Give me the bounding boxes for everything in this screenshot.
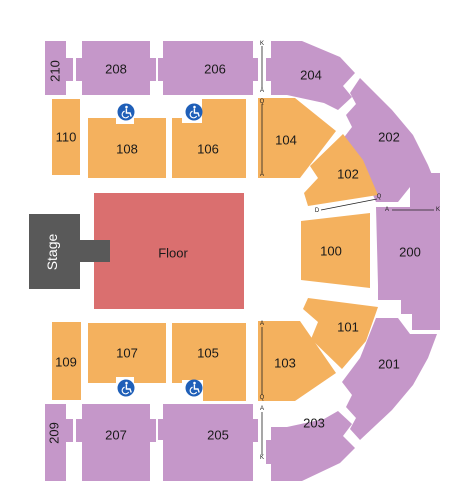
- section-200[interactable]: 200: [376, 173, 440, 330]
- section-208[interactable]: 208: [76, 41, 156, 95]
- row-markers: [261, 46, 434, 455]
- svg-text:204: 204: [300, 68, 322, 83]
- row-marker-a: A: [385, 207, 389, 213]
- wheelchair-icon: [116, 102, 136, 122]
- section-204[interactable]: 204: [266, 41, 355, 110]
- svg-text:102: 102: [337, 167, 359, 182]
- svg-text:200: 200: [399, 245, 421, 260]
- section-102[interactable]: 102: [304, 134, 378, 206]
- svg-text:104: 104: [275, 133, 297, 148]
- row-marker-k: K: [436, 207, 440, 213]
- section-107[interactable]: 107: [88, 323, 166, 383]
- section-201[interactable]: 201: [342, 318, 437, 440]
- row-marker-k: K: [260, 41, 264, 47]
- row-marker-k: K: [260, 455, 264, 461]
- svg-text:100: 100: [320, 244, 342, 259]
- svg-text:105: 105: [197, 346, 219, 361]
- wheelchair-icon: [116, 378, 136, 398]
- svg-text:203: 203: [303, 416, 325, 431]
- svg-text:209: 209: [47, 422, 62, 444]
- section-209[interactable]: 209: [45, 404, 73, 481]
- svg-text:101: 101: [337, 320, 359, 335]
- section-106[interactable]: 106: [172, 99, 246, 178]
- row-marker-a: A: [260, 321, 264, 327]
- section-110[interactable]: 110: [52, 99, 80, 175]
- section-207[interactable]: 207: [76, 404, 156, 481]
- svg-text:110: 110: [56, 130, 77, 145]
- row-marker-a: A: [260, 406, 264, 412]
- section-206[interactable]: 206: [158, 41, 258, 95]
- svg-text:106: 106: [197, 142, 219, 157]
- row-marker-d: D: [315, 208, 320, 214]
- row-marker-a: A: [260, 88, 264, 94]
- svg-text:210: 210: [48, 60, 63, 82]
- svg-text:Floor: Floor: [158, 246, 188, 261]
- svg-text:201: 201: [378, 357, 400, 372]
- row-marker-q: Q: [260, 99, 265, 105]
- section-105[interactable]: 105: [172, 323, 246, 401]
- section-210[interactable]: 210: [45, 41, 73, 95]
- section-103[interactable]: 103: [258, 321, 336, 401]
- svg-text:108: 108: [116, 142, 138, 157]
- section-205[interactable]: 205: [158, 404, 258, 481]
- section-203[interactable]: 203: [266, 411, 355, 481]
- svg-text:107: 107: [116, 346, 138, 361]
- svg-text:109: 109: [55, 355, 77, 370]
- svg-text:103: 103: [274, 356, 296, 371]
- svg-text:Stage: Stage: [44, 233, 60, 270]
- svg-text:202: 202: [378, 130, 400, 145]
- wheelchair-icon: [184, 102, 204, 122]
- svg-text:207: 207: [105, 428, 127, 443]
- section-109[interactable]: 109: [52, 322, 81, 400]
- section-101[interactable]: 101: [303, 298, 378, 369]
- row-marker-q: Q: [260, 395, 265, 401]
- row-marker-a: A: [260, 172, 264, 178]
- section-104[interactable]: 104: [258, 98, 336, 178]
- row-marker-q: Q: [377, 194, 382, 200]
- svg-text:208: 208: [105, 62, 127, 77]
- section-108[interactable]: 108: [88, 118, 166, 178]
- section-100[interactable]: 100: [301, 213, 370, 288]
- floor-section[interactable]: Floor: [94, 193, 244, 309]
- wheelchair-icon: [184, 378, 204, 398]
- stage: Stage: [29, 214, 110, 289]
- svg-text:205: 205: [207, 428, 229, 443]
- svg-text:206: 206: [204, 62, 226, 77]
